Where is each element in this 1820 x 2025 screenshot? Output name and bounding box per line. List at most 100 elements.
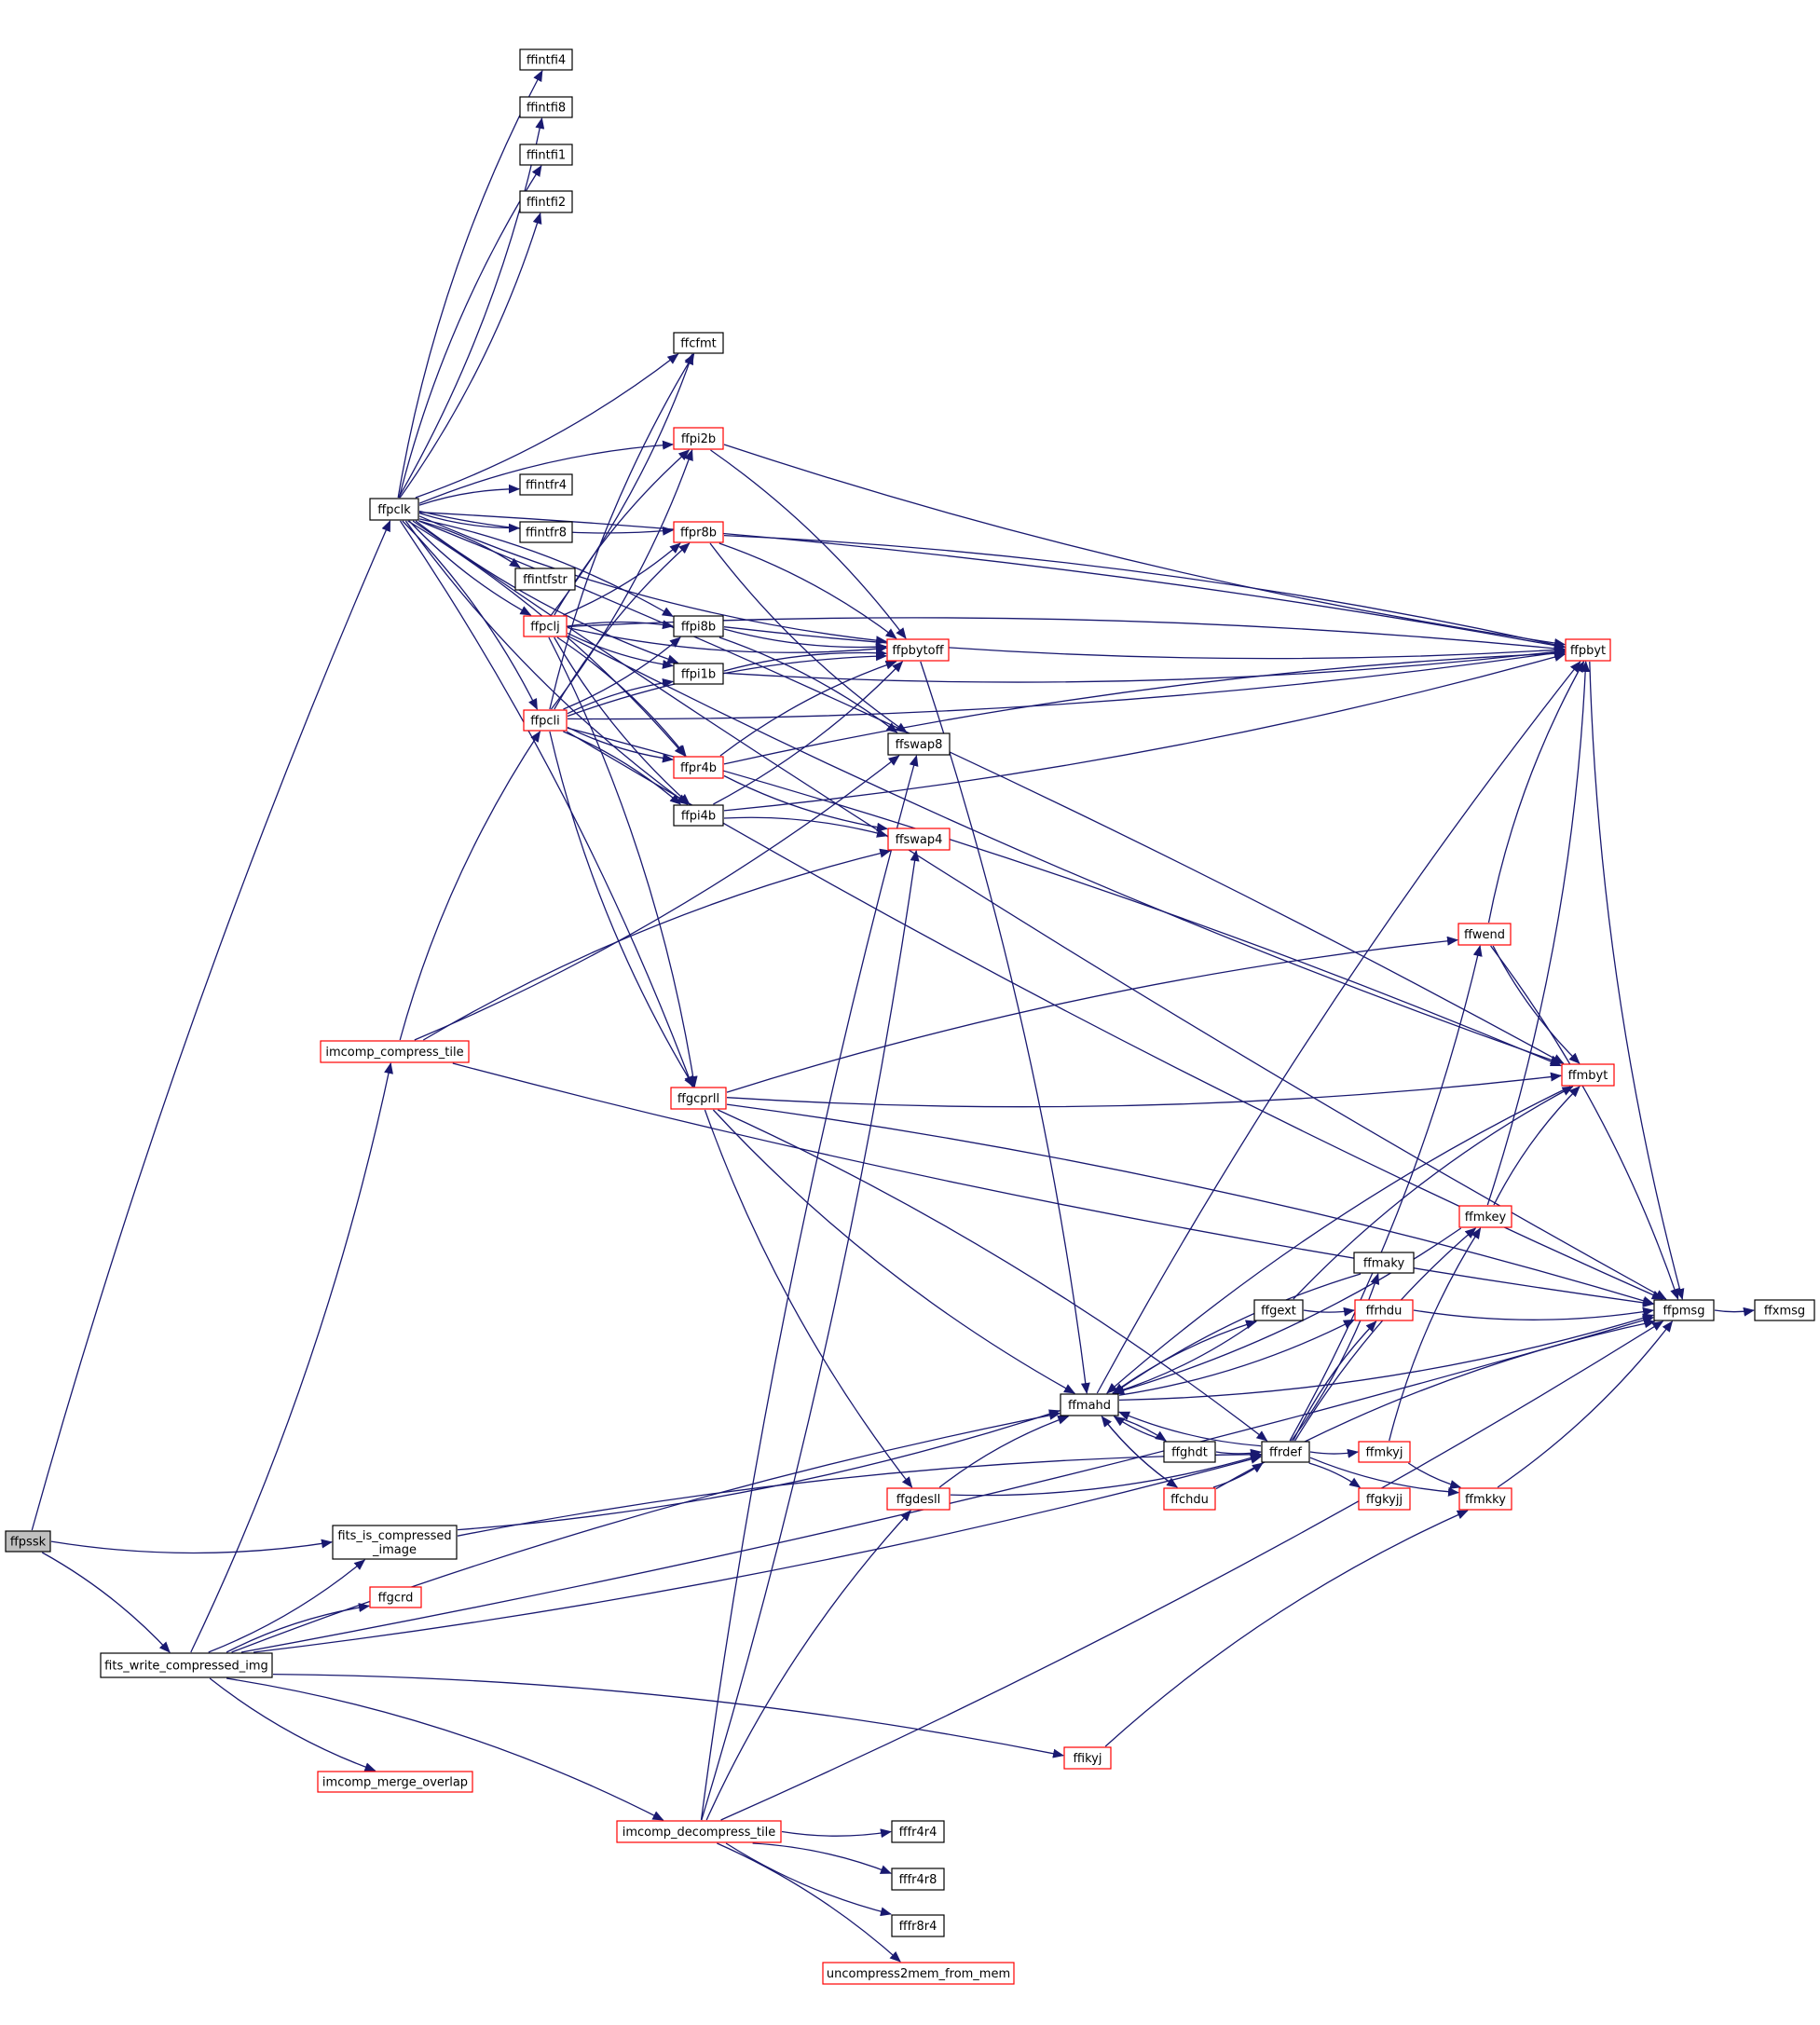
node-box-ffmahd: [1060, 1393, 1119, 1416]
node-ffpi2b[interactable]: ffpi2b: [673, 427, 724, 450]
node-imcomp_merge_overlap[interactable]: imcomp_merge_overlap: [317, 1771, 473, 1793]
node-label-ffswap4: ffswap4: [896, 833, 943, 847]
node-fits_write_compressed_img[interactable]: fits_write_compressed_img: [100, 1652, 273, 1678]
edge-ffpclk-to-ffpclj: [408, 520, 532, 616]
edge-ffwend-to-ffpbyt: [1487, 661, 1585, 924]
node-ffpbyt[interactable]: ffpbyt: [1565, 638, 1611, 662]
node-imcomp_decompress_tile[interactable]: imcomp_decompress_tile: [616, 1820, 782, 1843]
node-ffintfr8[interactable]: ffintfr8: [519, 521, 573, 543]
node-ffpr8b[interactable]: ffpr8b: [673, 521, 724, 543]
edge-ffpclk-to-ffpbyt: [418, 512, 1566, 650]
node-label-ffpi2b: ffpi2b: [681, 432, 716, 446]
node-ffmbyt[interactable]: ffmbyt: [1561, 1063, 1615, 1087]
node-ffpclj[interactable]: ffpclj: [523, 615, 568, 637]
edge-ffpclk-to-ffintfr8: [418, 512, 520, 533]
node-ffmkey[interactable]: ffmkey: [1458, 1205, 1512, 1228]
node-ffmkyj[interactable]: ffmkyj: [1358, 1441, 1411, 1463]
node-label-ffintfstr: ffintfstr: [523, 573, 568, 587]
node-box-imcomp_decompress_tile: [616, 1820, 782, 1843]
node-ffpclk[interactable]: ffpclk: [369, 498, 419, 521]
node-ffpi4b[interactable]: ffpi4b: [673, 804, 724, 827]
node-ffpr4b[interactable]: ffpr4b: [673, 756, 724, 779]
node-ffwend[interactable]: ffwend: [1457, 923, 1512, 946]
node-ffmkky[interactable]: ffmkky: [1458, 1487, 1512, 1511]
edge-ffpclk-to-ffintfi2: [399, 212, 542, 499]
edges-layer: [31, 70, 1755, 1963]
edge-ffghdt-to-ffmahd: [1113, 1416, 1167, 1442]
node-label-ffpbytoff: ffpbytoff: [892, 644, 944, 658]
node-ffintfstr[interactable]: ffintfstr: [514, 568, 576, 591]
node-fffr4r8[interactable]: fffr4r8: [891, 1868, 945, 1891]
node-imcomp_compress_tile[interactable]: imcomp_compress_tile: [320, 1040, 470, 1063]
node-ffintfr4[interactable]: ffintfr4: [519, 473, 573, 496]
node-ffswap4[interactable]: ffswap4: [887, 828, 951, 851]
node-ffgcrd[interactable]: ffgcrd: [369, 1586, 422, 1608]
node-label-uncompress2mem_from_mem: uncompress2mem_from_mem: [827, 1967, 1010, 1981]
node-ffgext[interactable]: ffgext: [1253, 1299, 1304, 1321]
node-ffintfi2[interactable]: ffintfi2: [519, 190, 573, 213]
edge-ffpbytoff-to-ffmahd: [920, 661, 1090, 1394]
node-box-imcomp_merge_overlap: [317, 1771, 473, 1793]
edge-ffmahd-to-ffgext: [1112, 1320, 1257, 1394]
node-ffgkyjj[interactable]: ffgkyjj: [1358, 1487, 1411, 1511]
node-label-ffpmsg: ffpmsg: [1663, 1305, 1705, 1319]
node-ffchdu[interactable]: ffchdu: [1163, 1487, 1216, 1511]
node-ffpbytoff[interactable]: ffpbytoff: [886, 638, 950, 662]
edge-imcomp_decompress_tile-to-ffswap8: [700, 755, 919, 1821]
edge-ffwend-to-ffpmsg: [1490, 945, 1679, 1300]
edge-ffwend-to-ffmbyt: [1492, 945, 1581, 1064]
node-label-ffrhdu: ffrhdu: [1366, 1305, 1403, 1319]
node-ffintfi4[interactable]: ffintfi4: [519, 48, 573, 71]
node-ffpmsg[interactable]: ffpmsg: [1653, 1299, 1715, 1321]
node-ffcfmt[interactable]: ffcfmt: [673, 332, 724, 354]
node-ffgdesll[interactable]: ffgdesll: [886, 1487, 951, 1511]
node-ffikyj[interactable]: ffikyj: [1063, 1746, 1112, 1770]
edge-imcomp_decompress_tile-to-fffr4r4: [781, 1828, 892, 1839]
node-ffghdt[interactable]: ffghdt: [1163, 1441, 1216, 1463]
node-box-fffr4r4: [891, 1820, 945, 1843]
node-fffr4r4[interactable]: fffr4r4: [891, 1820, 945, 1843]
node-box-ffgext: [1253, 1299, 1304, 1321]
node-ffpcli[interactable]: ffpcli: [523, 709, 568, 732]
node-ffmahd[interactable]: ffmahd: [1060, 1393, 1119, 1416]
edge-ffpclk-to-ffpi4b: [404, 520, 689, 805]
edge-ffrdef-to-ffgkyjj: [1308, 1462, 1362, 1488]
node-label-fits_is_compressed_image-line2: _image: [372, 1543, 417, 1557]
node-label-ffpr4b: ffpr4b: [680, 761, 717, 775]
node-label-ffpclj: ffpclj: [530, 621, 560, 635]
edge-imcomp_decompress_tile-to-uncompress2mem_from_mem: [717, 1842, 901, 1963]
node-box-ffpi1b: [673, 663, 724, 685]
edge-ffpcli-to-ffpr8b: [554, 542, 691, 710]
node-label-fffr4r4: fffr4r4: [899, 1826, 937, 1840]
node-box-ffghdt: [1163, 1441, 1216, 1463]
node-ffswap8[interactable]: ffswap8: [887, 732, 951, 756]
node-ffxmsg[interactable]: ffxmsg: [1754, 1299, 1815, 1321]
edge-ffpr4b-to-ffswap4: [723, 774, 888, 832]
node-box-ffgcprll: [670, 1087, 727, 1110]
node-fits_is_compressed_image[interactable]: fits_is_compressed_image: [332, 1525, 458, 1560]
node-ffrdef[interactable]: ffrdef: [1261, 1441, 1310, 1463]
edge-fits_is_compressed_image-to-ffmahd: [457, 1409, 1061, 1531]
node-ffpssk[interactable]: ffpssk: [5, 1530, 51, 1553]
node-box-ffikyj: [1063, 1746, 1112, 1770]
edge-imcomp_decompress_tile-to-fffr8r4: [725, 1842, 892, 1917]
edge-imcomp_decompress_tile-to-ffpmsg: [720, 1320, 1664, 1821]
edge-ffpclk-to-ffcfmt: [415, 353, 679, 499]
node-box-ffrhdu: [1354, 1299, 1414, 1321]
node-ffmaky[interactable]: ffmaky: [1353, 1252, 1415, 1274]
node-uncompress2mem_from_mem[interactable]: uncompress2mem_from_mem: [822, 1962, 1015, 1985]
node-ffpi8b[interactable]: ffpi8b: [673, 615, 724, 637]
edge-fits_write_compressed_img-to-fits_is_compressed_image: [208, 1559, 366, 1653]
edge-ffmkey-to-ffpbyt: [1486, 661, 1591, 1206]
node-ffrhdu[interactable]: ffrhdu: [1354, 1299, 1414, 1321]
node-fffr8r4[interactable]: fffr8r4: [891, 1914, 945, 1937]
node-ffpi1b[interactable]: ffpi1b: [673, 663, 724, 685]
node-ffintfi8[interactable]: ffintfi8: [519, 96, 573, 118]
node-ffintfi1[interactable]: ffintfi1: [519, 144, 573, 166]
edge-ffmahd-to-ffpbyt: [1096, 661, 1581, 1394]
node-label-imcomp_merge_overlap: imcomp_merge_overlap: [322, 1776, 468, 1790]
node-ffgcprll[interactable]: ffgcprll: [670, 1087, 727, 1110]
node-box-ffintfi1: [519, 144, 573, 166]
node-box-ffgdesll: [886, 1487, 951, 1511]
